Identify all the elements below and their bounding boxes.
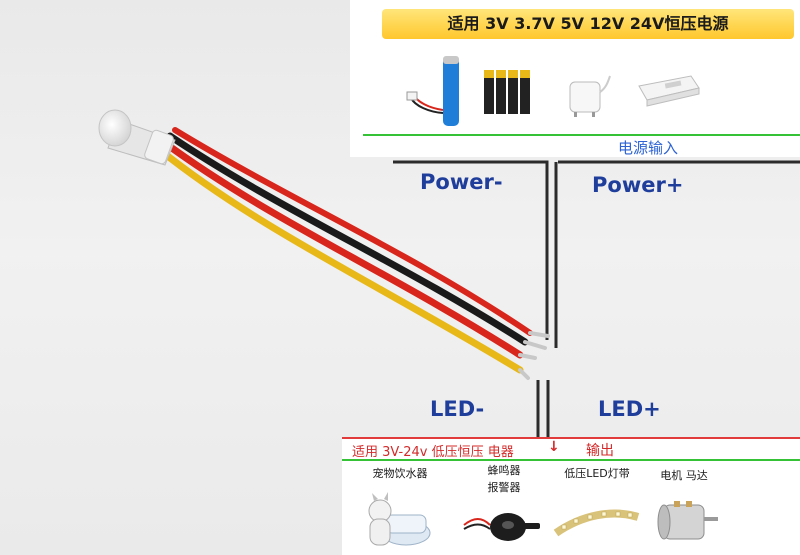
output-label: 输出 [586, 443, 614, 459]
voltage-banner: 适用 3V 3.7V 5V 12V 24V恒压电源 [382, 9, 794, 39]
battery-18650-icon [405, 50, 465, 135]
dc-motor-icon [650, 493, 722, 549]
device-label-buzzer: 蜂鸣器 [487, 464, 521, 477]
power-plus-label: Power+ [592, 173, 684, 197]
output-devices-panel: 适用 3V-24v 低压恒压 电器 ↓ 输出 宠物饮水器 蜂鸣器 报警器 低压L… [342, 437, 800, 555]
wiring-guide-lines [393, 160, 800, 440]
wire-bundle [156, 127, 550, 380]
led-plus-label: LED+ [598, 397, 661, 421]
applicable-devices-caption: 适用 3V-24v 低压恒压 电器 [352, 445, 514, 460]
usb-charger-icon [562, 72, 612, 118]
power-supply-icon [635, 72, 703, 108]
device-label-motor: 电机 马达 [660, 469, 708, 482]
buzzer-icon [460, 503, 544, 551]
power-minus-label: Power- [420, 170, 503, 194]
led-strip-icon [552, 503, 642, 543]
aa-batteries-icon [482, 66, 538, 116]
led-minus-label: LED- [430, 397, 485, 421]
device-label-alarm: 报警器 [487, 481, 521, 494]
divider-line [342, 459, 800, 461]
power-input-label: 电源输入 [618, 139, 679, 157]
power-input-panel: 适用 3V 3.7V 5V 12V 24V恒压电源 [350, 0, 800, 157]
divider-line [342, 437, 800, 439]
down-arrow-icon: ↓ [548, 439, 560, 455]
pet-fountain-icon [364, 489, 434, 553]
divider-line [363, 134, 800, 136]
device-label-pet-fountain: 宠物饮水器 [372, 467, 428, 480]
sensor-head [98, 109, 176, 166]
device-label-led-strip: 低压LED灯带 [564, 467, 630, 480]
